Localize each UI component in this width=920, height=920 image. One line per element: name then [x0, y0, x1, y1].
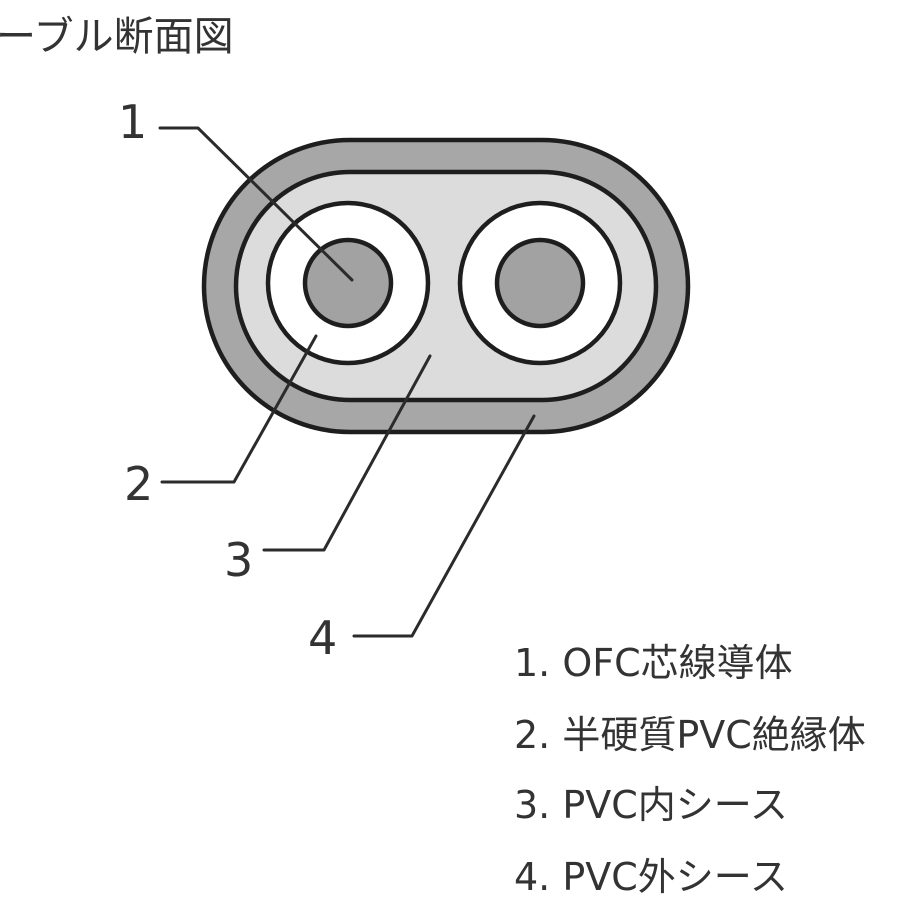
leader-lines	[158, 126, 536, 638]
left-conductor	[302, 237, 394, 329]
leader-line-2	[160, 334, 318, 484]
legend-item-4: 4. PVC外シース	[514, 855, 788, 899]
callout-number-2: 2	[124, 457, 153, 511]
callout-number-4: 4	[308, 611, 337, 665]
leader-line-4	[352, 414, 536, 638]
right-conductor	[494, 237, 586, 329]
cable-cross-section	[201, 137, 691, 435]
legend-item-1: 1. OFC芯線導体	[514, 641, 793, 685]
legend-item-3: 3. PVC内シース	[514, 783, 788, 827]
leader-line-3	[262, 354, 432, 552]
legend: 1. OFC芯線導体 2. 半硬質PVC絶縁体 3. PVC内シース 4. PV…	[514, 641, 866, 899]
diagram-title: ーブル断面図	[0, 14, 234, 60]
callout-number-1: 1	[118, 95, 147, 149]
leader-line-1	[158, 126, 354, 282]
callout-number-3: 3	[224, 533, 253, 587]
legend-item-2: 2. 半硬質PVC絶縁体	[514, 713, 866, 757]
